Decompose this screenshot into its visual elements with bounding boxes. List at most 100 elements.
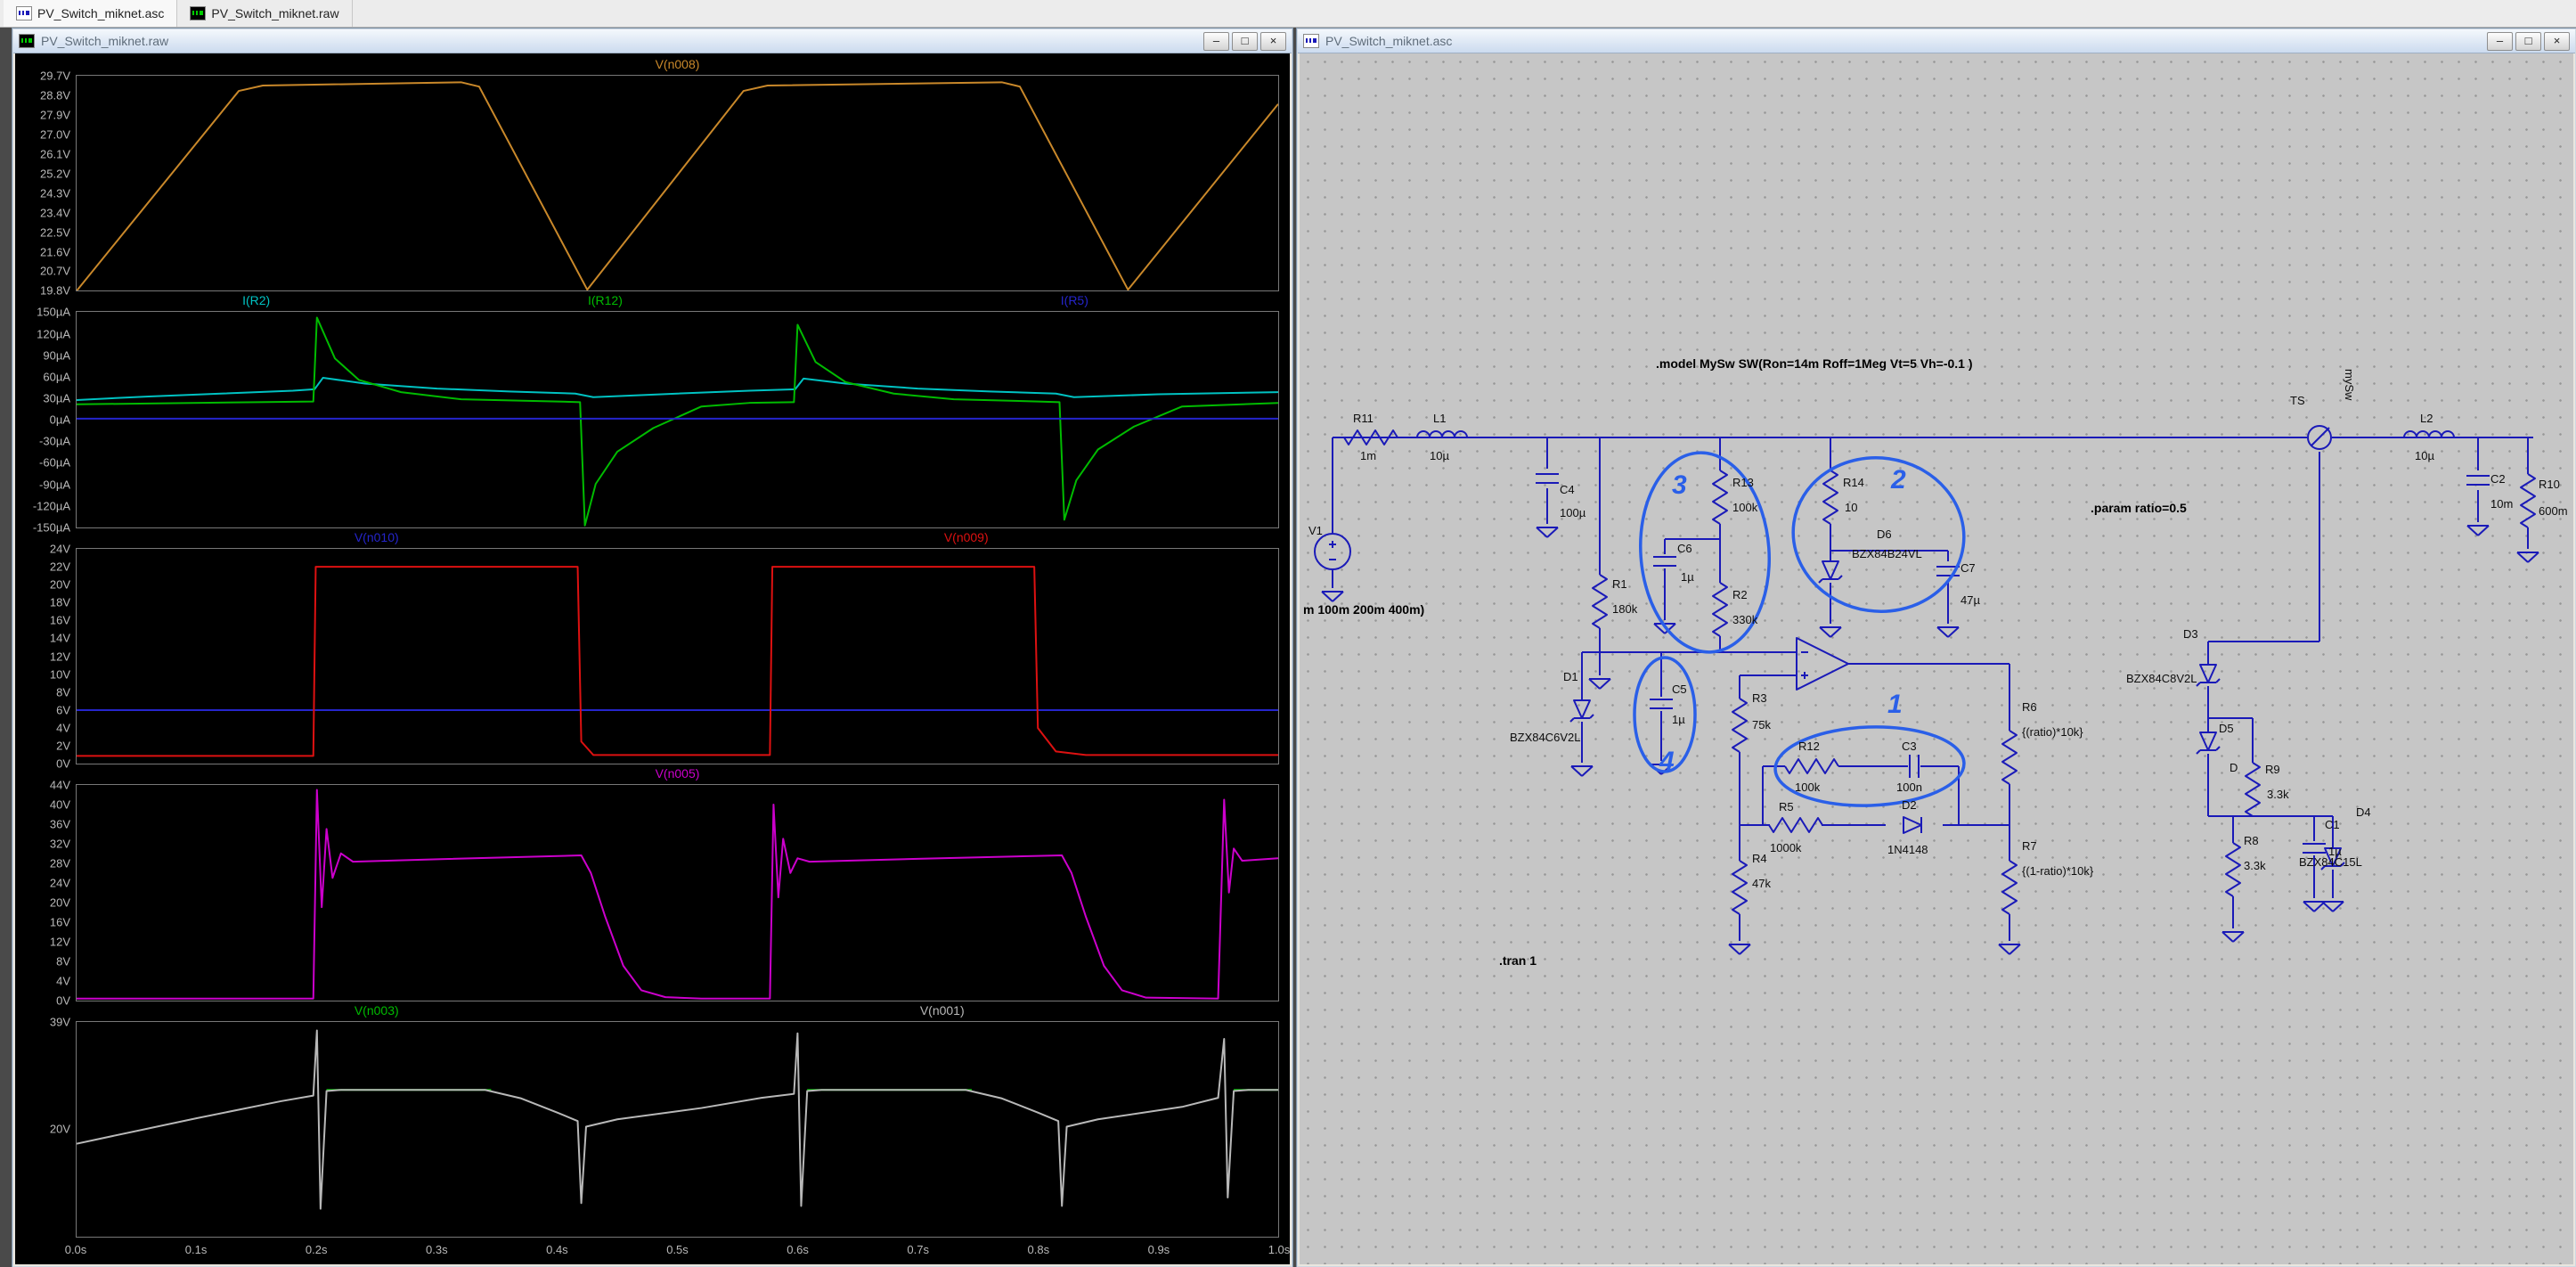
waveform-plot-area[interactable]: V(n008) 29.7V28.8V27.9V27.0V26.1V25.2V24.… [15, 53, 1290, 1264]
component-name-C4: C4 [1560, 483, 1575, 496]
component-name-R3: R3 [1752, 691, 1767, 705]
plot-box[interactable]: 44V40V36V32V28V24V20V16V12V8V4V0V [76, 784, 1279, 1001]
x-axis-tick: 0.4s [546, 1243, 568, 1256]
y-axis-tick: 27.9V [40, 108, 70, 121]
trace-label[interactable]: V(n005) [656, 766, 700, 781]
minimize-button[interactable]: – [1203, 32, 1229, 51]
y-axis-tick: 28.8V [40, 88, 70, 102]
plot-box[interactable]: 150µA120µA90µA60µA30µA0µA-30µA-60µA-90µA… [76, 311, 1279, 527]
component-name-D5: D5 [2219, 722, 2234, 735]
x-axis-tick: 0.9s [1148, 1243, 1170, 1256]
close-button[interactable]: × [1260, 32, 1286, 51]
component-name-R2: R2 [1732, 588, 1748, 601]
waveform-file-icon [190, 6, 206, 20]
y-axis-tick: 0µA [50, 413, 70, 427]
x-axis-tick: 0.2s [306, 1243, 328, 1256]
x-axis-tick: 0.0s [65, 1243, 87, 1256]
restore-button[interactable]: □ [1232, 32, 1258, 51]
y-axis-tick: 14V [50, 632, 70, 645]
component-name-C7: C7 [1961, 561, 1976, 575]
component-value-R2: 330k [1732, 613, 1757, 626]
tab-schematic[interactable]: PV_Switch_miknet.asc [4, 0, 177, 27]
component-value-C4: 100µ [1560, 506, 1586, 519]
trace-label-strip: V(n003) V(n001) [76, 1001, 1279, 1021]
trace-label-strip: I(R2) I(R12) I(R5) [76, 291, 1279, 311]
wave-pane-3: V(n005) 44V40V36V32V28V24V20V16V12V8V4V0V [19, 764, 1286, 1001]
component-value-C2: 10m [2490, 497, 2513, 511]
y-axis-tick: 20.7V [40, 265, 70, 278]
plot-box[interactable]: 39V20V [76, 1021, 1279, 1238]
wave-pane-1: I(R2) I(R12) I(R5) 150µA120µA90µA60µA30µA0µ… [19, 291, 1286, 527]
y-axis-tick: -30µA [39, 435, 70, 448]
component-name-V1: V1 [1308, 524, 1323, 537]
trace-label[interactable]: I(R2) [242, 293, 270, 307]
y-axis-tick: 16V [50, 614, 70, 627]
restore-button[interactable]: □ [2515, 32, 2541, 51]
annotation-number-2: 2 [1891, 465, 1906, 495]
y-axis-tick: 21.6V [40, 245, 70, 258]
component-name-C6: C6 [1677, 542, 1692, 555]
annotation-number-4: 4 [1659, 747, 1675, 777]
component-name-C5: C5 [1672, 683, 1687, 696]
component-name-C2: C2 [2490, 472, 2506, 486]
schematic-canvas[interactable]: R111mL110µV1C4100µR1180kR13100kC61µR2330… [1300, 53, 2573, 1264]
y-axis-tick: -90µA [39, 478, 70, 491]
y-axis-tick: -150µA [33, 520, 70, 534]
component-name-R10: R10 [2539, 478, 2560, 491]
trace-label-strip: V(n005) [76, 764, 1279, 784]
wave-pane-0: V(n008) 29.7V28.8V27.9V27.0V26.1V25.2V24.… [19, 55, 1286, 291]
x-axis-tick: 0.1s [185, 1243, 208, 1256]
plot-box[interactable]: 29.7V28.8V27.9V27.0V26.1V25.2V24.3V23.4V… [76, 75, 1279, 291]
waveform-titlebar[interactable]: PV_Switch_miknet.raw – □ × [13, 29, 1292, 53]
component-value-R3: 75k [1752, 718, 1771, 732]
component-name-D3: D3 [2183, 627, 2198, 641]
window-controls: – □ × [1203, 32, 1286, 51]
component-name-D2: D2 [1902, 798, 1917, 812]
y-axis-tick: 25.2V [40, 167, 70, 180]
schematic-drawing [1300, 53, 2573, 1264]
y-axis-tick: 27.0V [40, 127, 70, 141]
schematic-window-title: PV_Switch_miknet.asc [1325, 34, 1452, 48]
component-name-R1: R1 [1612, 577, 1627, 591]
component-value-C3: 100n [1896, 781, 1922, 794]
component-value-C5: 1µ [1672, 713, 1685, 726]
y-axis-tick: 29.7V [40, 69, 70, 83]
component-value-L1: 10µ [1430, 449, 1449, 462]
y-axis-tick: 120µA [37, 327, 70, 340]
component-value-R7: {(1-ratio)*10k} [2022, 864, 2093, 878]
tab-label: PV_Switch_miknet.asc [37, 6, 164, 20]
y-axis-tick: 23.4V [40, 206, 70, 219]
y-axis-tick: 12V [50, 650, 70, 663]
component-name-D1: D1 [1563, 670, 1578, 683]
trace-label[interactable]: I(R12) [588, 293, 623, 307]
minimize-button[interactable]: – [2487, 32, 2513, 51]
schematic-titlebar[interactable]: PV_Switch_miknet.asc – □ × [1298, 29, 2575, 53]
component-name-D4: D4 [2356, 805, 2371, 819]
tab-waveform[interactable]: PV_Switch_miknet.raw [177, 0, 352, 27]
tab-bar: PV_Switch_miknet.asc PV_Switch_miknet.ra… [0, 0, 2576, 28]
y-axis-tick: 39V [50, 1015, 70, 1028]
window-controls: – □ × [2487, 32, 2570, 51]
trace-label[interactable]: V(n009) [944, 530, 989, 544]
trace-label[interactable]: V(n001) [920, 1003, 965, 1018]
y-axis-tick: 60µA [43, 370, 70, 383]
component-name-R14: R14 [1843, 476, 1864, 489]
tab-label: PV_Switch_miknet.raw [211, 6, 338, 20]
close-button[interactable]: × [2544, 32, 2570, 51]
x-axis-tick: 0.3s [426, 1243, 448, 1256]
waveform-window-icon [19, 34, 35, 48]
schematic-window: PV_Switch_miknet.asc – □ × R111mL110µV1C… [1296, 28, 2576, 1267]
trace-label[interactable]: V(n008) [656, 57, 700, 71]
plot-box[interactable]: 24V22V20V18V16V14V12V10V8V6V4V2V0V [76, 548, 1279, 764]
trace-label[interactable]: V(n010) [355, 530, 399, 544]
component-name-R8: R8 [2244, 834, 2259, 847]
trace-label[interactable]: I(R5) [1061, 293, 1088, 307]
component-value-D2: 1N4148 [1887, 843, 1928, 856]
component-value-R10: 600m [2539, 504, 2568, 518]
y-axis-tick: 32V [50, 838, 70, 851]
component-name-R7: R7 [2022, 839, 2037, 853]
component-value-R13: 100k [1732, 501, 1757, 514]
component-value-L2: 10µ [2415, 449, 2434, 462]
trace-label[interactable]: V(n003) [355, 1003, 399, 1018]
component-value-R1: 180k [1612, 602, 1637, 616]
